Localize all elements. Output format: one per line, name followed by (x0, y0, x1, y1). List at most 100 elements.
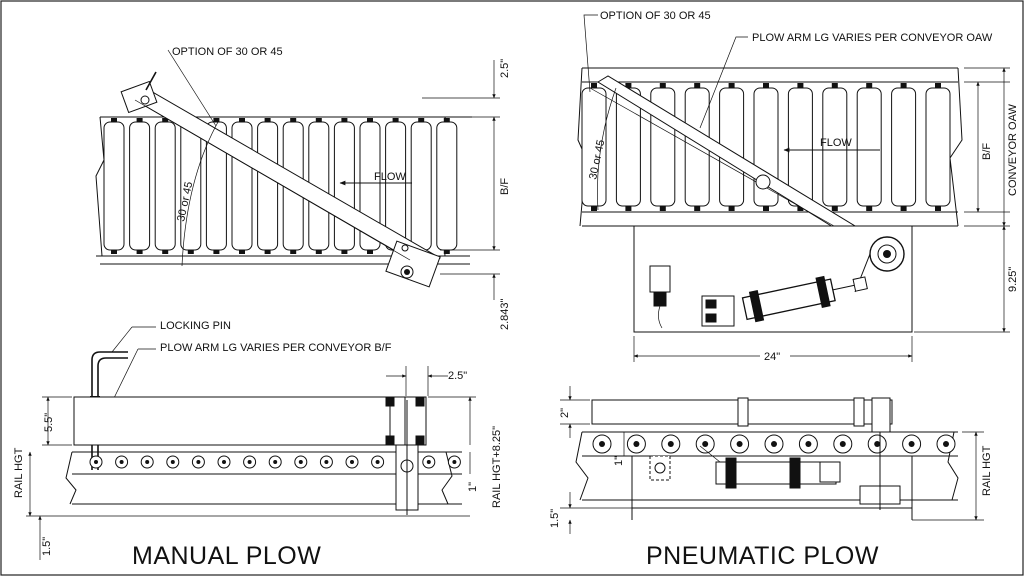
manual-top-view: OPTION OF 30 OR 45 30 or 45 FLOW 2.5" B/… (95, 46, 511, 330)
manual-locking-pin-inner (97, 357, 128, 470)
pneu-roller-axle-top (866, 83, 873, 88)
manual-roller-axle-top (136, 118, 143, 122)
manual-roller (410, 121, 432, 251)
manual-roller-axle-top (264, 118, 271, 122)
manual-locking-pin-leader-2 (111, 326, 133, 353)
pneu-roller-axle-bottom (659, 206, 666, 211)
pneu-side-plate (631, 455, 913, 509)
pneu-side-pivot-block (871, 397, 891, 433)
manual-roller-axle-top (239, 118, 245, 122)
manual-side-roller-axle (452, 460, 457, 464)
pneu-roller-axle-bottom (763, 206, 769, 211)
manual-plow-bottom-bracket (385, 240, 441, 288)
pneu-side-hose (699, 445, 721, 463)
pneu-side-roller-axle (702, 441, 709, 447)
manual-roller-axle-top (315, 118, 322, 122)
manual-roller-axle-bottom (213, 250, 220, 254)
pneu-side-break-left (575, 431, 589, 501)
manual-top-locking-pin (145, 71, 157, 91)
pneu-cylinder-rod (832, 284, 857, 291)
manual-roller (129, 121, 151, 251)
pneu-roller (925, 87, 951, 207)
manual-roller-axle-top (111, 118, 117, 122)
pneu-side-clamp-2 (853, 397, 865, 427)
manual-side-bolt-3 (385, 435, 395, 445)
manual-side-roller-axle (298, 460, 303, 464)
manual-roller-axle-top (290, 118, 297, 122)
manual-dim-top: 2.5" (499, 59, 511, 78)
pneu-air-line (658, 305, 663, 329)
pneu-roller-axle-bottom (831, 206, 838, 211)
manual-locking-pin-label: LOCKING PIN (160, 320, 231, 332)
manual-roller-axle-bottom (443, 250, 450, 254)
pneu-side-roller-axle (736, 441, 743, 447)
pneu-roller-axle-top (694, 83, 701, 88)
manual-title: MANUAL PLOW (132, 542, 321, 570)
pneu-side-roller-axle (839, 441, 846, 447)
pneu-roller-axle-bottom (900, 206, 907, 211)
pneu-pivot-center (883, 250, 891, 258)
manual-roller (333, 121, 355, 251)
pneu-side-roller-axle (633, 441, 640, 447)
manual-side-roller-axle (119, 460, 124, 464)
pneu-side-roller-axle (874, 441, 881, 447)
manual-side-view: LOCKING PIN PLOW ARM LG VARIES PER CONVE… (13, 320, 503, 570)
pneu-flow-label: FLOW (820, 137, 852, 149)
pneu-roller-axle-top (591, 83, 597, 88)
pneu-option-label: OPTION OF 30 OR 45 (600, 10, 711, 22)
manual-roller-axle-bottom (264, 250, 271, 254)
pneu-side-cyl-cap-l (725, 457, 737, 489)
pneu-plow-arm-leader (699, 36, 748, 129)
manual-plow-top-pivot (140, 95, 150, 105)
pneu-side-roller-axle (908, 441, 915, 447)
pneu-side-roller-axle (771, 441, 777, 447)
pneu-side-rollers (592, 434, 956, 454)
pneu-break-right (949, 67, 963, 227)
pneu-mount-plate (633, 225, 913, 333)
manual-roller (436, 121, 458, 251)
manual-side-roller-axle (426, 460, 431, 464)
manual-roller (103, 121, 125, 251)
manual-dim-rail-hgt-left: RAIL HGT (13, 447, 25, 498)
manual-side-roller-axle (273, 460, 278, 464)
manual-side-roller-axle (94, 460, 98, 464)
pneu-roller-axle-top (728, 83, 735, 88)
manual-dim-side-top: 2.5" (448, 370, 467, 382)
manual-locking-pin (91, 351, 128, 470)
manual-roller-axle-bottom (239, 250, 245, 254)
pneu-roller-axle-bottom (694, 206, 701, 211)
pneu-roller (856, 87, 882, 207)
manual-roller (257, 121, 279, 251)
pneu-valve-body (653, 291, 667, 307)
pneu-roller-axle-top (763, 83, 769, 88)
pneu-roller (891, 87, 917, 207)
manual-dim-1-5: 1.5" (41, 537, 53, 556)
pneu-dim-9-25: 9.25" (1007, 267, 1019, 292)
pneumatic-side-view: 2" 1" 1.5" RAIL HGT PNEUMATIC PLOW (549, 386, 993, 570)
pneu-side-rod-end (819, 461, 841, 483)
manual-side-roller-axle (222, 460, 226, 464)
pneu-plow-centerline (589, 87, 881, 253)
manual-side-roller-axle (170, 460, 175, 464)
manual-dim-1: 1" (467, 482, 479, 492)
manual-roller-axle-top (213, 118, 220, 122)
manual-roller-axle-top (392, 118, 399, 122)
pneu-title: PNEUMATIC PLOW (646, 542, 879, 570)
pneu-side-valve-port (654, 462, 666, 474)
manual-roller-axle-bottom (187, 250, 194, 254)
manual-plow-arm-label: PLOW ARM LG VARIES PER CONVEYOR B/F (160, 342, 392, 354)
pneu-angle-arc (597, 87, 617, 211)
manual-side-roller-axle (196, 460, 201, 464)
manual-break-line-left (95, 116, 105, 257)
pneu-roller-axle-bottom (728, 206, 735, 211)
pneu-roller-axle-top (659, 83, 666, 88)
pneu-bracket-bolt-2 (705, 313, 717, 323)
manual-roller-axle-bottom (111, 250, 117, 254)
manual-flow-label: FLOW (374, 171, 406, 183)
manual-rollers (103, 118, 458, 254)
manual-plow-bolt (401, 244, 409, 252)
pneu-side-cyl-cap-r (789, 457, 801, 489)
manual-side-plow-arm (73, 396, 427, 446)
manual-roller-axle-top (341, 118, 348, 122)
